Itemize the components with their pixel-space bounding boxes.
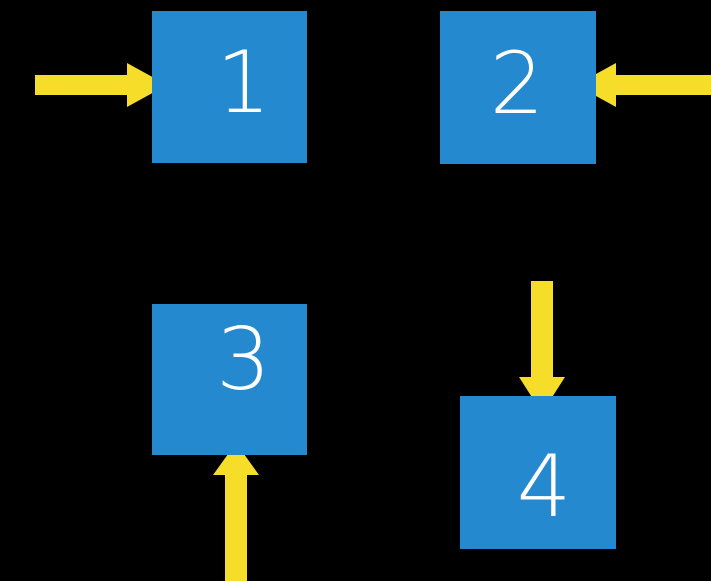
arrow-into-node-4-icon xyxy=(519,281,565,413)
node-box-1[interactable]: 1 xyxy=(152,11,307,163)
node-box-3-label: 3 xyxy=(216,309,271,410)
node-box-4[interactable]: 4 xyxy=(460,396,616,549)
node-box-4-label: 4 xyxy=(516,436,572,537)
arrow-into-node-2-icon xyxy=(576,63,711,107)
arrow-into-node-3-icon xyxy=(213,443,259,581)
node-box-2[interactable]: 2 xyxy=(440,11,596,164)
node-box-2-label: 2 xyxy=(489,33,545,134)
arrow-into-node-1-icon xyxy=(35,63,167,107)
node-box-1-label: 1 xyxy=(216,33,271,133)
node-box-3[interactable]: 3 xyxy=(152,304,307,455)
